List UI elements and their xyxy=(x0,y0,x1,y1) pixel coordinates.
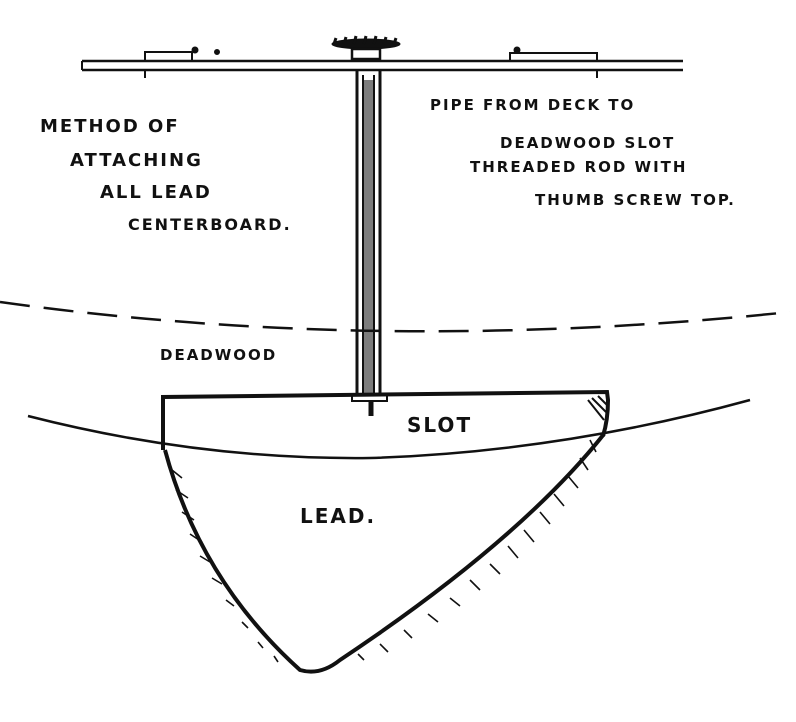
pipe-note-line-3: THREADED ROD WITH xyxy=(470,158,687,176)
slot-label: SLOT xyxy=(407,413,472,437)
lead-label: LEAD. xyxy=(300,504,376,528)
slot-hatch xyxy=(587,395,608,421)
deadwood-dashed-line xyxy=(0,300,791,333)
pipe-with-threaded-rod xyxy=(351,70,388,416)
pipe-note-line-1: PIPE FROM DECK TO xyxy=(430,96,635,114)
lead-ballast-outline xyxy=(163,432,606,674)
title-line-4: CENTERBOARD. xyxy=(128,215,292,234)
slot-outline xyxy=(161,389,611,450)
title-line-3: ALL LEAD xyxy=(100,182,212,203)
title-line-1: METHOD OF xyxy=(40,116,180,137)
deck-beam xyxy=(81,46,683,78)
lead-hatching xyxy=(171,439,597,663)
deadwood-label: DEADWOOD xyxy=(160,346,277,364)
thumb-screw xyxy=(331,35,401,61)
title-line-2: ATTACHING xyxy=(70,150,203,171)
pipe-note-line-2: DEADWOOD SLOT xyxy=(500,134,675,152)
pipe-note-line-4: THUMB SCREW TOP. xyxy=(535,191,736,209)
hull-line xyxy=(27,398,751,460)
